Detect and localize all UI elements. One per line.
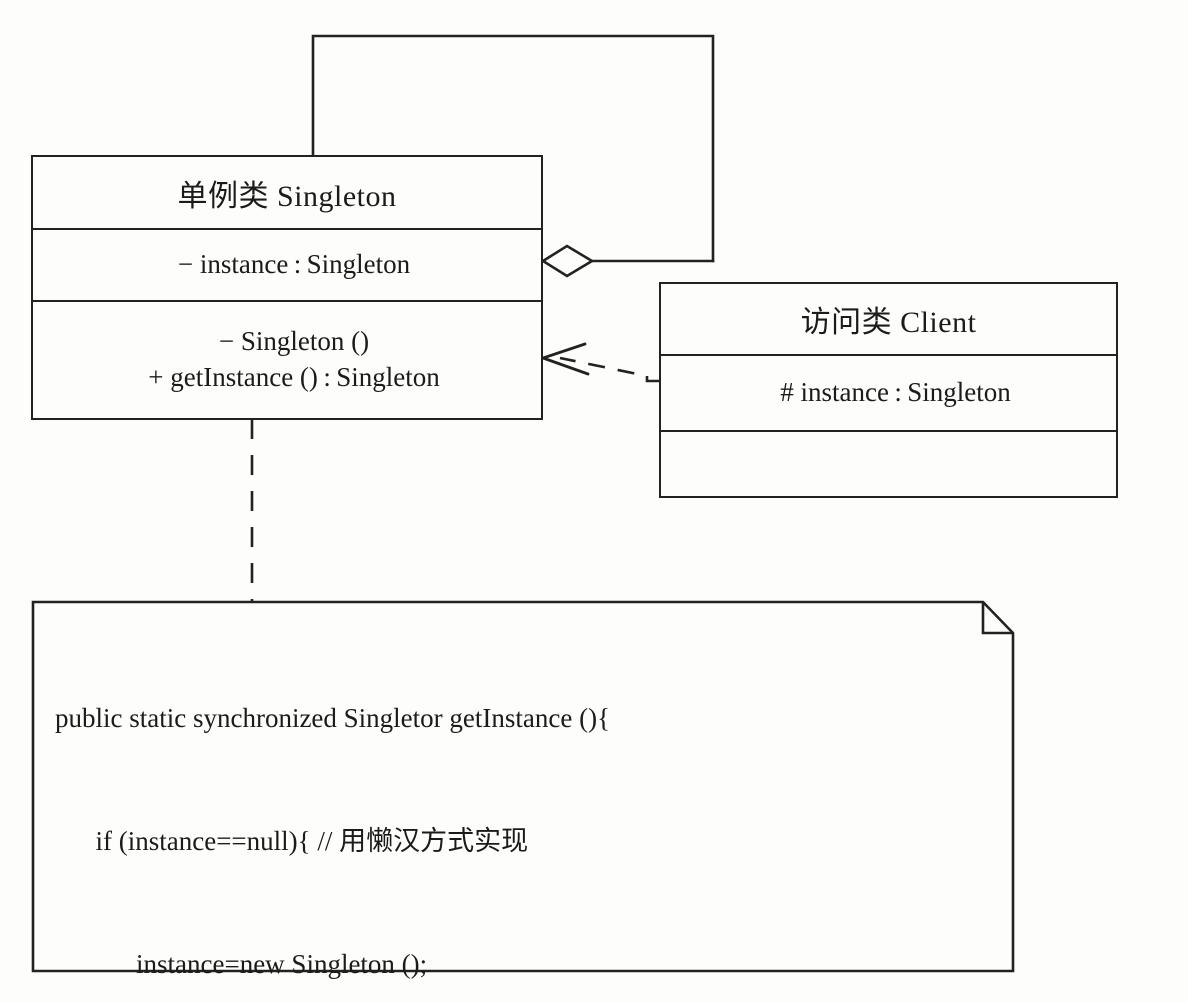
code-note-body: public static synchronized Singletor get…	[55, 616, 1004, 1002]
singleton-operation-constructor: − Singleton ()	[218, 326, 370, 357]
aggregation-diamond-icon	[540, 244, 595, 278]
code-line: instance=new Singleton ();	[55, 949, 428, 979]
code-note-outline	[31, 600, 1015, 973]
client-attribute-instance: # instance : Singleton	[780, 377, 1011, 408]
aggregation-self-association	[311, 34, 715, 278]
dependency-client-to-singleton	[538, 342, 659, 383]
code-note[interactable]: public static synchronized Singletor get…	[33, 602, 1014, 979]
singleton-operations-compartment: − Singleton () + getInstance () : Single…	[33, 300, 541, 417]
singleton-operation-getinstance: + getInstance () : Singleton	[148, 361, 440, 392]
code-line: public static synchronized Singletor get…	[55, 703, 611, 733]
class-box-singleton[interactable]: 单例类 Singleton − instance : Singleton − S…	[31, 155, 543, 420]
class-box-client[interactable]: 访问类 Client # instance : Singleton	[659, 282, 1118, 498]
note-fold-icon	[981, 602, 1013, 635]
code-line: if (instance==null){ // 用懒汉方式实现	[55, 826, 529, 856]
client-title-compartment: 访问类 Client	[661, 284, 1116, 354]
client-attributes-compartment: # instance : Singleton	[661, 354, 1116, 430]
singleton-title-compartment: 单例类 Singleton	[33, 157, 541, 228]
singleton-attributes-compartment: − instance : Singleton	[33, 228, 541, 300]
client-class-name: 访问类 Client	[800, 306, 977, 339]
client-operations-compartment	[661, 430, 1116, 495]
open-arrow-icon	[538, 342, 590, 376]
singleton-class-name: 单例类 Singleton	[177, 179, 397, 213]
singleton-attribute-instance: − instance : Singleton	[177, 249, 411, 280]
